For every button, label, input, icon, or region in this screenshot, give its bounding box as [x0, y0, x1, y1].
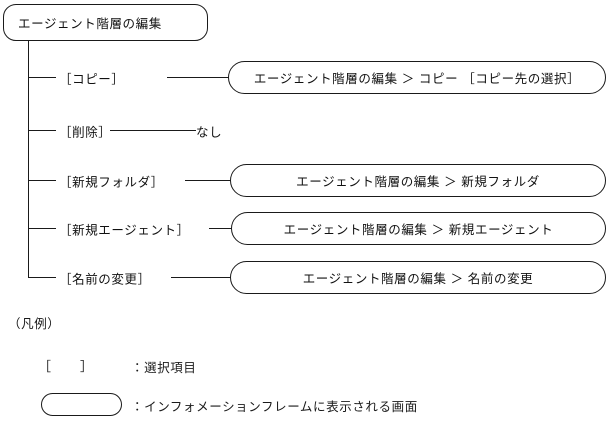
tree-trunk-line — [28, 41, 30, 278]
branch-stub-line-5 — [28, 277, 56, 279]
screen-node-copy-label: エージェント階層の編集 ＞ コピー ［コピー先の選択］ — [253, 72, 581, 86]
connector-line-3 — [185, 180, 231, 182]
branch-label-copy: ［コピー］ — [59, 72, 125, 87]
root-node-label: エージェント階層の編集 — [18, 17, 162, 31]
target-text-none: なし — [196, 125, 223, 140]
root-node-agent-hierarchy-edit: エージェント階層の編集 — [3, 4, 208, 41]
legend-bracket-close-symbol: ］ — [80, 359, 94, 374]
screen-node-new-folder-label: エージェント階層の編集 ＞ 新規フォルダ — [296, 175, 540, 189]
legend-bracket-open-symbol: ［ — [38, 359, 52, 374]
screen-node-new-agent: エージェント階層の編集 ＞ 新規エージェント — [231, 212, 606, 245]
branch-stub-line-2 — [28, 130, 56, 132]
branch-stub-line-4 — [28, 228, 56, 230]
legend-description-selection-item: ：選択項目 — [131, 361, 197, 375]
connector-line-5 — [171, 277, 231, 279]
branch-label-new-agent: ［新規エージェント］ — [59, 223, 190, 238]
screen-node-new-agent-label: エージェント階層の編集 ＞ 新規エージェント — [283, 223, 554, 237]
screen-node-copy: エージェント階層の編集 ＞ コピー ［コピー先の選択］ — [228, 61, 606, 94]
screen-node-new-folder: エージェント階層の編集 ＞ 新規フォルダ — [230, 164, 606, 197]
legend-description-information-frame: ：インフォメーションフレームに表示される画面 — [131, 400, 418, 414]
branch-stub-line-3 — [28, 180, 56, 182]
connector-line-1 — [167, 77, 229, 79]
branch-label-delete: ［削除］ — [59, 125, 112, 140]
branch-label-rename: ［名前の変更］ — [59, 272, 151, 287]
branch-label-new-folder: ［新規フォルダ］ — [59, 175, 164, 190]
branch-stub-line-1 — [28, 77, 56, 79]
screen-node-rename: エージェント階層の編集 ＞ 名前の変更 — [230, 261, 606, 294]
connector-line-4 — [209, 228, 232, 230]
legend-rounded-rectangle-symbol — [41, 393, 122, 416]
screen-node-rename-label: エージェント階層の編集 ＞ 名前の変更 — [302, 272, 534, 286]
legend-title: （凡例） — [8, 317, 61, 331]
connector-line-2 — [110, 130, 196, 132]
